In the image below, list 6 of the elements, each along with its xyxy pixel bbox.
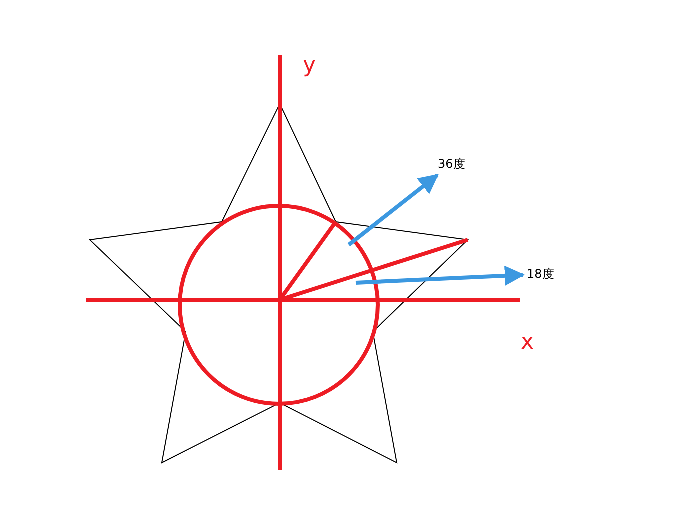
- arrow: [356, 266, 525, 286]
- axis-label: y: [303, 55, 316, 77]
- angle-label: 36度: [438, 157, 466, 172]
- angle-label: 18度: [527, 267, 554, 282]
- axis-label: x: [521, 332, 534, 354]
- arrow: [348, 174, 439, 247]
